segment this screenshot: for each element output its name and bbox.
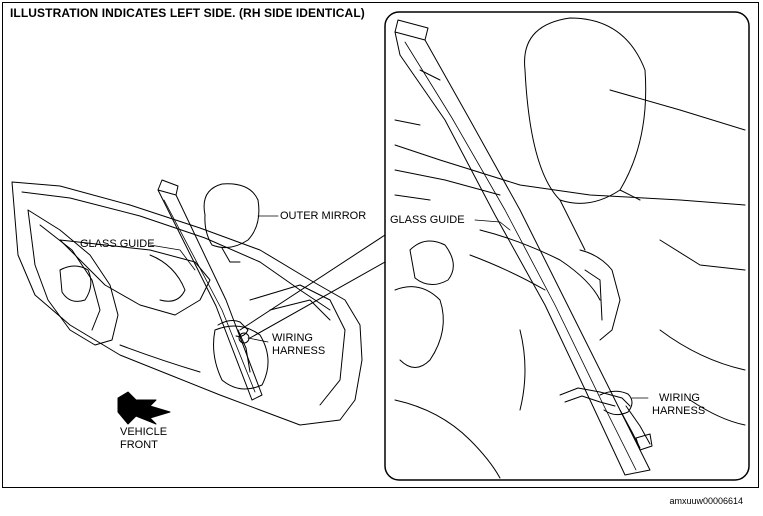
callout-lines [239, 234, 386, 339]
label-harness-overview: HARNESS [272, 345, 326, 357]
door-panel-overview [11, 181, 363, 426]
label-vehicle: VEHICLE [120, 426, 168, 438]
leader-lines-overview [149, 215, 279, 343]
label-glass-guide-detail: GLASS GUIDE [390, 214, 465, 226]
figure-title: ILLUSTRATION INDICATES LEFT SIDE. (RH SI… [10, 6, 365, 20]
glass-guide-overview [157, 179, 263, 401]
label-harness-detail: HARNESS [652, 405, 706, 417]
label-wiring-overview: WIRING [272, 332, 313, 344]
label-front: FRONT [120, 439, 158, 451]
wiring-harness-overview [217, 320, 251, 373]
outer-mirror-overview [203, 183, 260, 263]
detail-inset [384, 11, 750, 481]
label-outer-mirror: OUTER MIRROR [280, 210, 367, 222]
vehicle-front-arrow [117, 391, 171, 425]
figure-code: amxuuw00006614 [669, 496, 743, 506]
label-glass-guide-overview: GLASS GUIDE [80, 238, 155, 250]
label-wiring-detail: WIRING [659, 392, 700, 404]
